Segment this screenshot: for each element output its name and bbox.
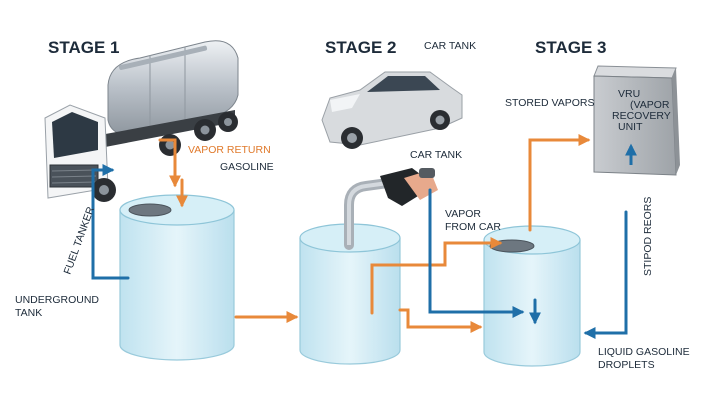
stage-2-title: STAGE 2 <box>325 38 396 57</box>
orange-flow-lines <box>158 134 591 333</box>
fuel-tanker-loop-arrow <box>91 164 130 280</box>
underground-tank-stage-3 <box>483 225 581 367</box>
stored-vapors-arrow <box>528 134 591 232</box>
car-icon <box>321 71 463 149</box>
vapor-return-arrow <box>158 138 181 188</box>
car-tank-nozzle-label: CAR TANK <box>410 149 462 161</box>
underground-tank-label-line2: TANK <box>15 307 42 319</box>
underground-tank-label-line1: UNDERGROUND <box>15 294 99 306</box>
gasoline-label: GASOLINE <box>220 161 274 173</box>
vapor-from-car-arrow <box>370 237 503 315</box>
stage-3-title: STAGE 3 <box>535 38 606 57</box>
stipod-reors-label: STIPOD REORS <box>642 197 654 276</box>
vru-label-line4: UNIT <box>618 121 643 133</box>
vapor-from-car-label-line2: FROM CAR <box>445 221 501 233</box>
vru-label-line2: (VAPOR <box>630 99 670 111</box>
stored-vapors-label: STORED VAPORS <box>505 97 594 109</box>
car-tank-top-label: CAR TANK <box>424 40 476 52</box>
vru-label-line3: RECOVERY <box>612 110 671 122</box>
liquid-gasoline-label-line1: LIQUID GASOLINE <box>598 346 690 358</box>
vru-label-line1: VRU <box>618 88 640 100</box>
vapor-from-car-label-line1: VAPOR <box>445 208 481 220</box>
underground-tank-stage-1 <box>119 194 235 361</box>
return-to-vru-arrow <box>583 210 628 339</box>
stage-1-title: STAGE 1 <box>48 38 119 57</box>
car-tank-stage-2 <box>299 223 401 365</box>
nozzle-to-stage3-arrow <box>428 188 525 318</box>
fuel-tanker-truck-icon <box>44 40 239 202</box>
stage2-to-stage3-arrow <box>398 308 483 333</box>
vapor-return-label: VAPOR RETURN <box>188 144 271 156</box>
liquid-gasoline-label-line2: DROPLETS <box>598 359 655 371</box>
blue-flow-lines <box>91 164 628 339</box>
vapor-recovery-unit: VRU (VAPOR RECOVERY UNIT <box>593 65 680 176</box>
